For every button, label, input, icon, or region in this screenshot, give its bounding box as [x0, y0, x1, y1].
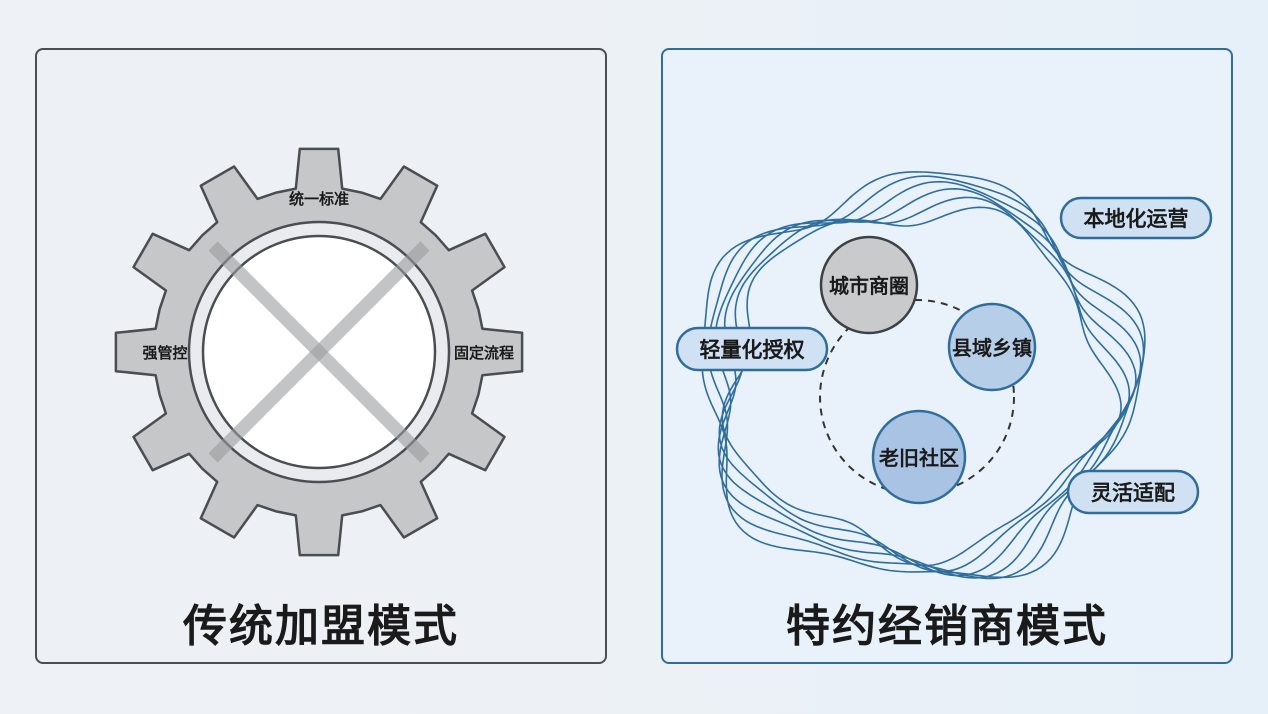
- wave-line: [707, 175, 1145, 580]
- wave-line: [717, 187, 1137, 577]
- circle-old-community: [871, 409, 967, 505]
- gear-label-left: 强管控: [142, 344, 187, 362]
- flexible-boundary-waves: [701, 171, 1146, 580]
- tag-local-operation: [1059, 196, 1213, 240]
- authorized-dealer-panel: 城市商圈 县域乡镇 老旧社区 本地化运营 轻量化授权 灵活适配 特约经销商模式: [661, 48, 1233, 664]
- circle-county-town: [947, 302, 1037, 392]
- gear-label-top: 统一标准: [289, 190, 349, 208]
- old-community-label: 老旧社区: [879, 446, 959, 470]
- wave-line: [701, 171, 1146, 579]
- tag-lightweight-authorization-label: 轻量化授权: [700, 338, 805, 362]
- city-business-district-label: 城市商圈: [829, 274, 909, 298]
- gear-diagram: 统一标准 强管控 固定流程: [114, 147, 524, 557]
- dashed-connection-ring: [819, 299, 1015, 495]
- tag-local-operation-label: 本地化运营: [1084, 207, 1189, 231]
- traditional-franchise-panel: 统一标准 强管控 固定流程 传统加盟模式: [35, 48, 607, 664]
- county-town-label: 县域乡镇: [952, 336, 1032, 360]
- cross-stroke-2: [208, 241, 430, 463]
- authorized-dealer-title: 特约经销商模式: [786, 601, 1108, 652]
- tag-flexible-adaptation-label: 灵活适配: [1091, 481, 1175, 505]
- tag-lightweight-authorization: [675, 326, 829, 372]
- wave-line: [718, 196, 1131, 573]
- circle-city-business-district: [819, 235, 919, 335]
- gear-label-right: 固定流程: [454, 344, 514, 362]
- traditional-franchise-title: 传统加盟模式: [183, 601, 459, 652]
- network-diagram: 城市商圈 县域乡镇 老旧社区 本地化运营 轻量化授权 灵活适配: [675, 171, 1213, 580]
- wave-line: [714, 180, 1142, 579]
- tag-flexible-adaptation: [1066, 469, 1200, 515]
